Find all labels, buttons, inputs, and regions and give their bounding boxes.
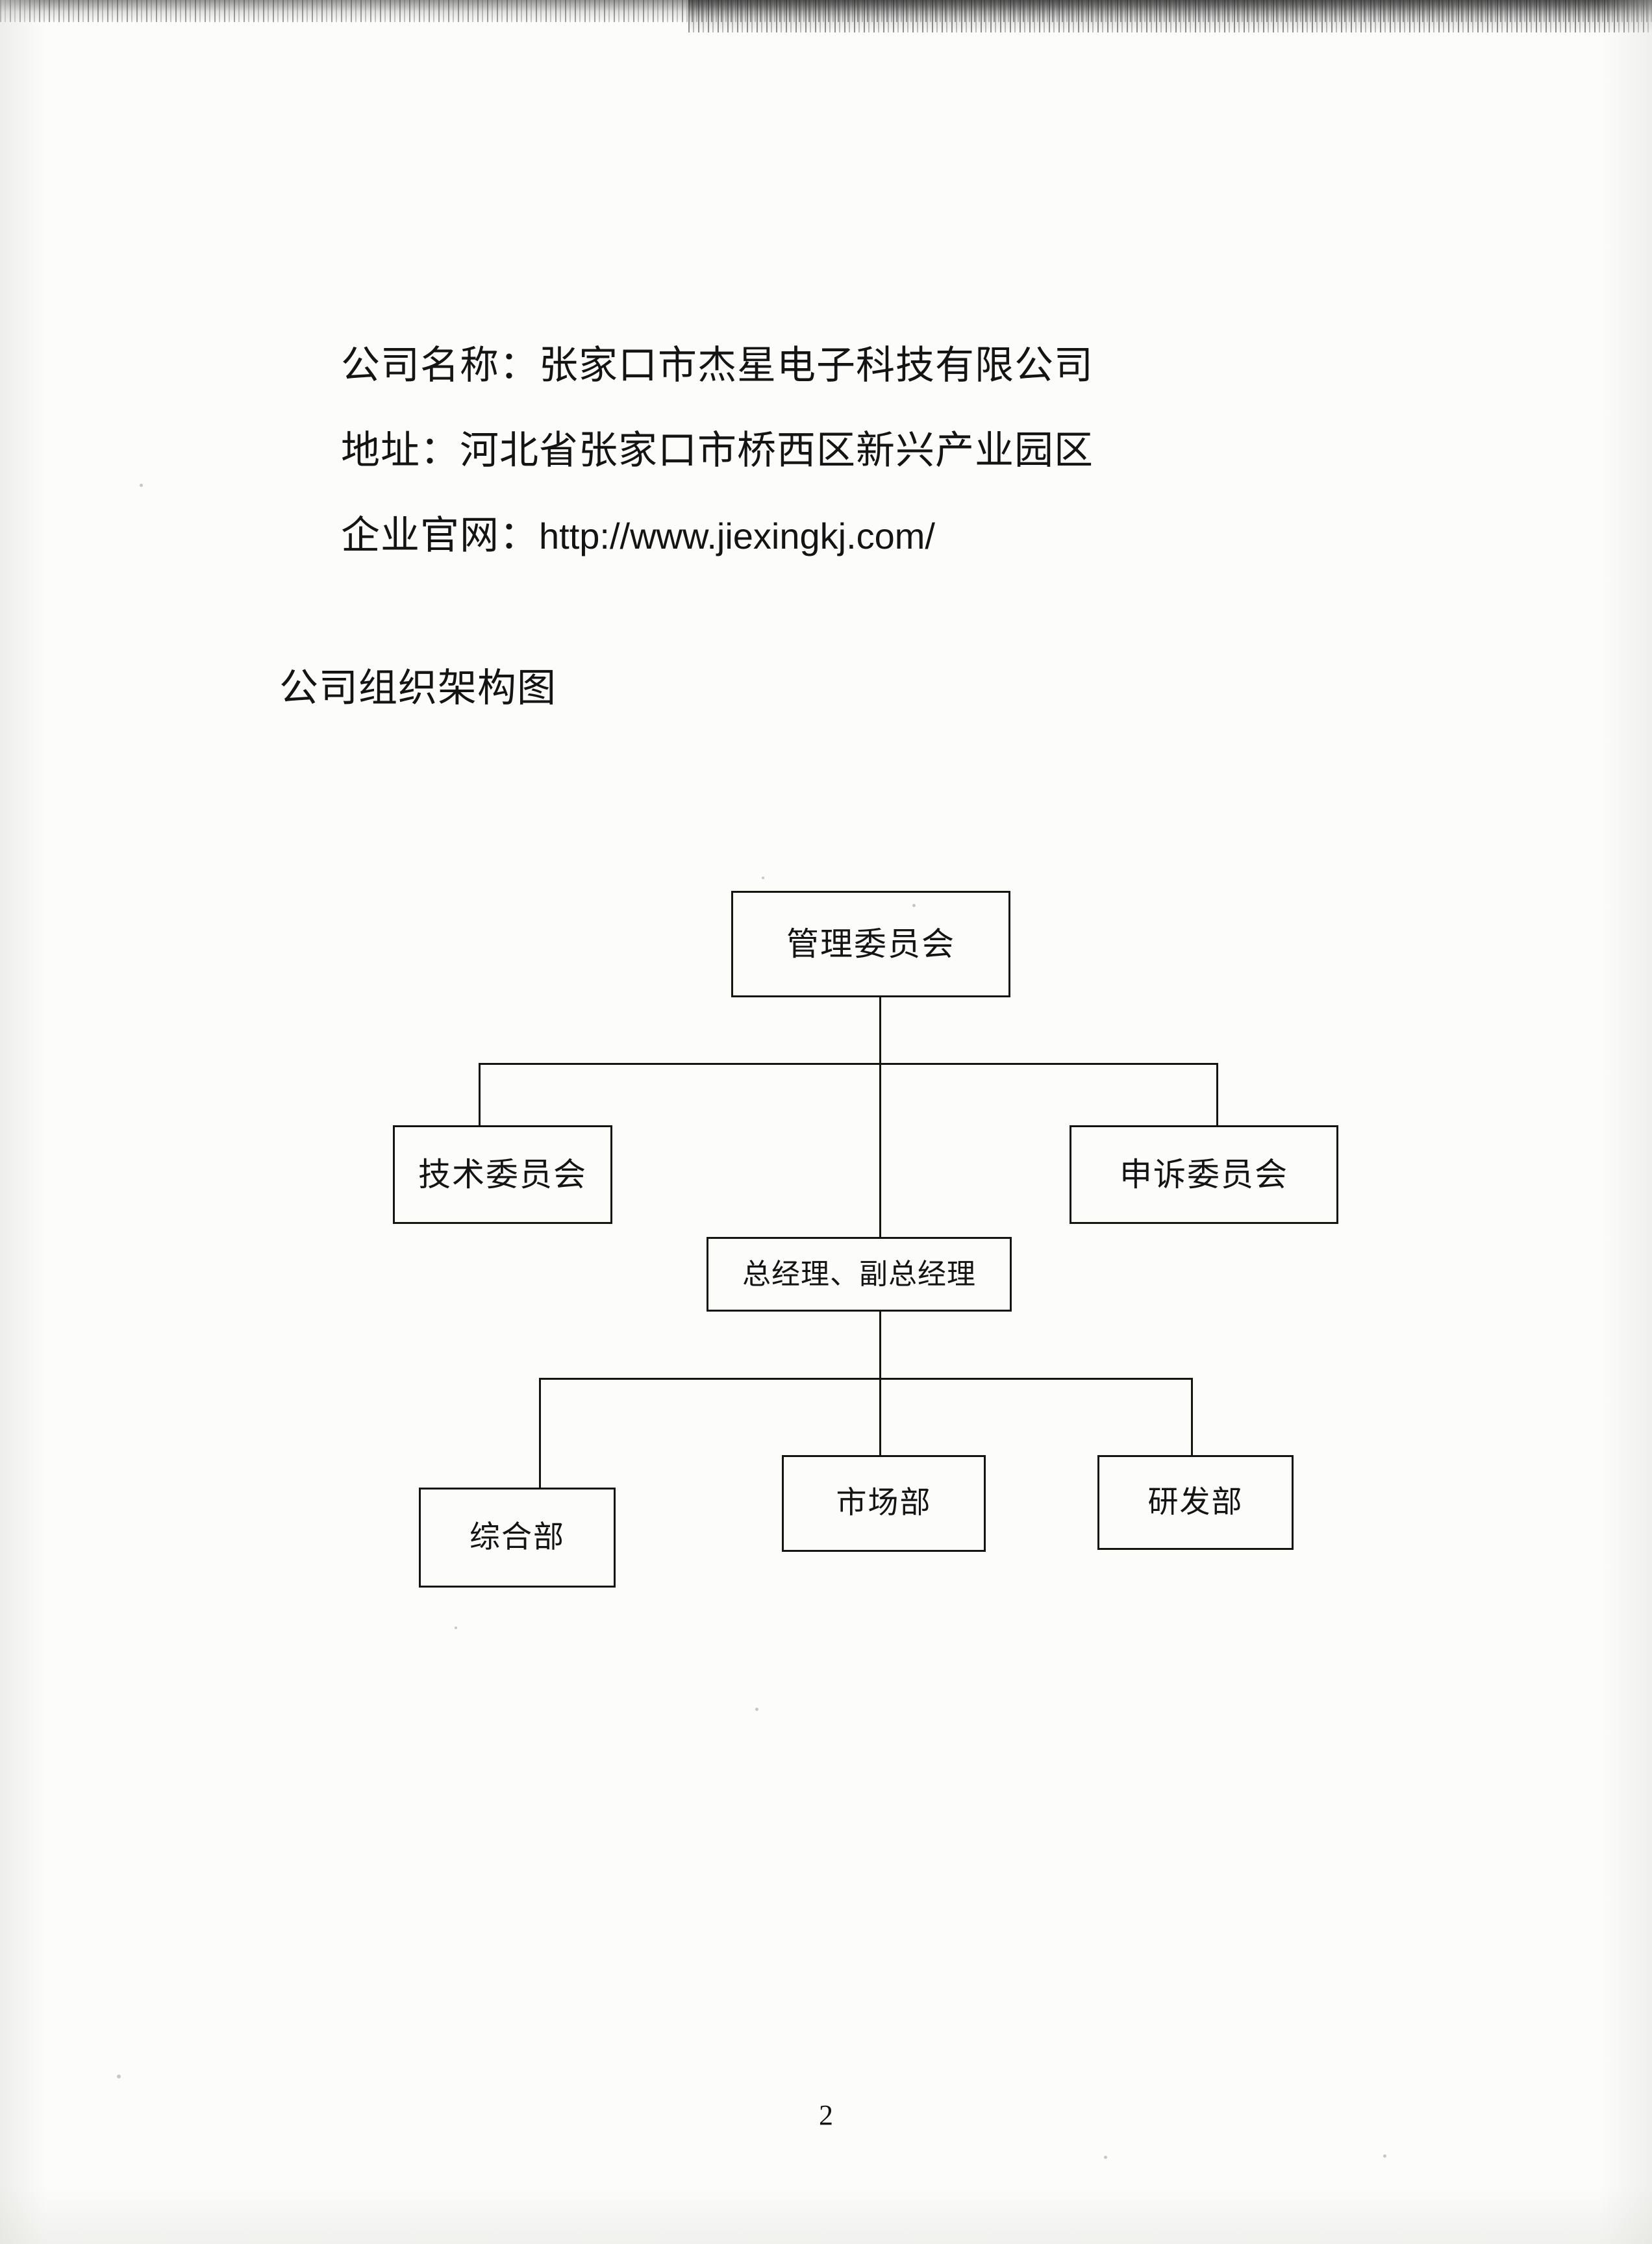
org-edge-to-marketing-dept bbox=[879, 1378, 881, 1455]
company-website-line: 企业官网：http://www.jiexingkj.com/ bbox=[341, 493, 1315, 579]
scan-speck bbox=[755, 1708, 758, 1711]
org-node-general-affairs-dept: 综合部 bbox=[419, 1488, 616, 1588]
scan-speck bbox=[455, 1627, 457, 1629]
scan-speck bbox=[140, 484, 143, 487]
scan-speck bbox=[762, 877, 764, 879]
org-edge-gm-stem bbox=[879, 1312, 881, 1378]
scan-noise-top-edge-right bbox=[688, 0, 1652, 32]
website-url: http://www.jiexingkj.com/ bbox=[539, 516, 935, 556]
org-edge-to-rnd-dept bbox=[1191, 1378, 1193, 1455]
org-node-label: 总经理、副总经理 bbox=[742, 1258, 976, 1290]
org-node-label: 研发部 bbox=[1147, 1485, 1244, 1519]
org-node-rnd-dept: 研发部 bbox=[1097, 1455, 1294, 1550]
org-node-technical-committee: 技术委员会 bbox=[393, 1125, 612, 1224]
org-node-appeals-committee: 申诉委员会 bbox=[1070, 1125, 1338, 1224]
org-node-label: 综合部 bbox=[469, 1520, 565, 1554]
org-node-label: 市场部 bbox=[836, 1486, 932, 1520]
org-node-label: 申诉委员会 bbox=[1120, 1156, 1288, 1193]
scan-speck bbox=[1383, 2154, 1386, 2158]
company-info-block: 公司名称：张家口市杰星电子科技有限公司 地址：河北省张家口市桥西区新兴产业园区 … bbox=[341, 323, 1315, 579]
scan-speck bbox=[1104, 2156, 1107, 2159]
org-edge-to-appeals-committee bbox=[1216, 1063, 1218, 1125]
org-edge-to-technical-committee bbox=[479, 1063, 481, 1125]
org-edge-level2-bus bbox=[539, 1378, 1193, 1380]
company-address-line: 地址：河北省张家口市桥西区新兴产业园区 bbox=[341, 429, 1094, 472]
org-edge-root-stem bbox=[879, 997, 881, 1063]
website-label: 企业官网： bbox=[341, 514, 539, 557]
org-node-label: 技术委员会 bbox=[418, 1156, 587, 1193]
org-node-marketing-dept: 市场部 bbox=[782, 1455, 986, 1552]
org-node-label: 管理委员会 bbox=[786, 926, 955, 962]
org-edge-to-general-manager bbox=[879, 1063, 881, 1237]
org-node-general-manager: 总经理、副总经理 bbox=[707, 1237, 1012, 1312]
scan-speck bbox=[117, 2075, 121, 2078]
page-number: 2 bbox=[819, 2099, 833, 2131]
org-chart-heading: 公司组织架构图 bbox=[279, 667, 557, 710]
org-edge-level1-bus bbox=[479, 1063, 1218, 1065]
org-node-management-committee: 管理委员会 bbox=[731, 891, 1010, 997]
company-name-line: 公司名称：张家口市杰星电子科技有限公司 bbox=[341, 344, 1094, 387]
scan-speck bbox=[912, 904, 916, 907]
org-edge-to-general-affairs-dept bbox=[539, 1378, 541, 1488]
